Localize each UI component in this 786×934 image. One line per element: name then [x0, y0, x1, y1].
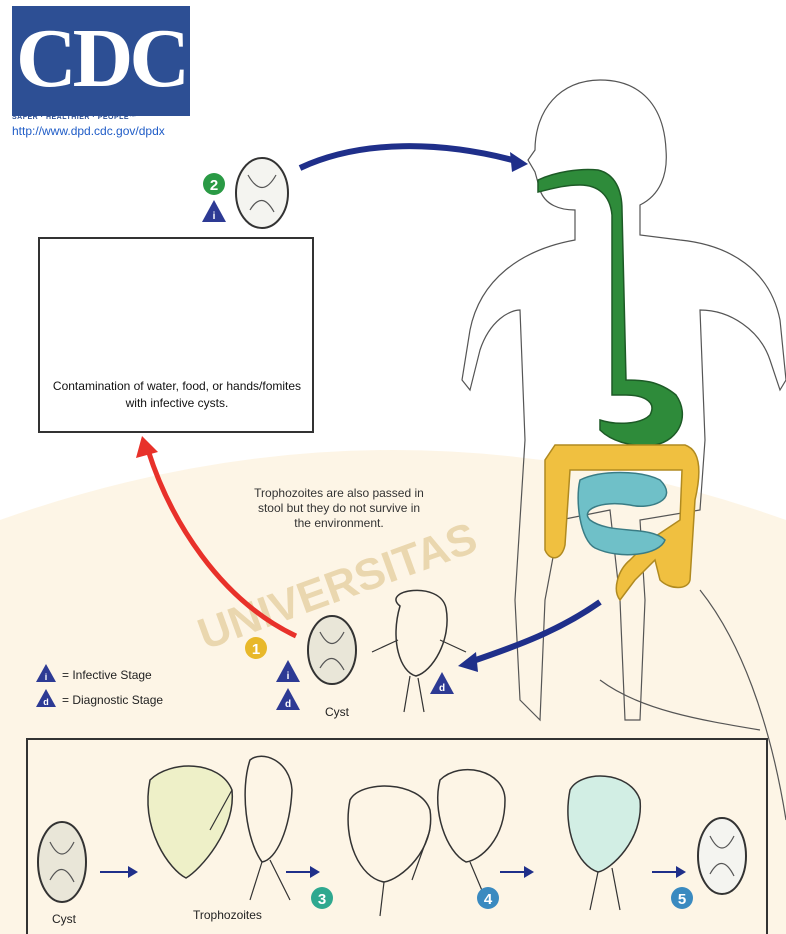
- ingestion-arrowhead: [510, 152, 528, 172]
- legend-diagnostic-symbol: d: [43, 697, 49, 707]
- trophozoite-note: Trophozoites are also passed in stool bu…: [254, 486, 424, 531]
- diagnostic-marker-cyst-symbol: d: [285, 699, 291, 710]
- esophagus-stomach: [538, 169, 682, 445]
- trophozoites-label: Trophozoites: [193, 908, 262, 922]
- infective-marker-top-symbol: i: [213, 211, 216, 222]
- cyst-label-bottom: Cyst: [52, 912, 76, 926]
- infective-marker-middle-symbol: i: [287, 671, 290, 682]
- ingestion-arrow: [300, 146, 520, 168]
- intestinal-stage-box: [26, 738, 768, 934]
- legend-infective-label: = Infective Stage: [62, 668, 152, 682]
- diagnostic-marker-trophozoite-symbol: d: [439, 683, 445, 694]
- stage-1-number: 1: [252, 641, 260, 658]
- stage-2-number: 2: [210, 177, 218, 194]
- legend-infective-symbol: i: [45, 672, 48, 682]
- cyst-illustration-middle: [308, 616, 356, 684]
- cyst-label-middle: Cyst: [325, 705, 349, 719]
- contamination-arrowhead: [136, 436, 158, 458]
- legend-diagnostic-label: = Diagnostic Stage: [62, 693, 163, 707]
- contamination-caption: Contamination of water, food, or hands/f…: [44, 378, 310, 412]
- cyst-illustration-top: [236, 158, 288, 228]
